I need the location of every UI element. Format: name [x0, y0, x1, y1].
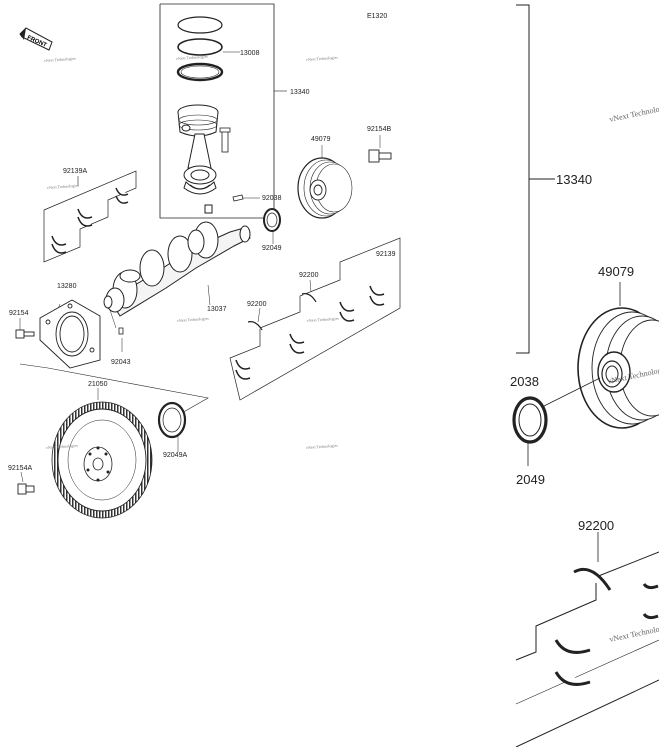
part-label[interactable]: 13037 [207, 306, 227, 313]
crankshaft [103, 221, 251, 317]
zoom-part-label[interactable]: 2038 [510, 374, 539, 389]
flywheel-bolt [17, 483, 35, 495]
part-label[interactable]: 92154B [367, 126, 391, 133]
part-label[interactable]: 92049A [163, 452, 187, 459]
zoom-part-label[interactable]: 2049 [516, 472, 545, 487]
connecting-rod [183, 133, 217, 214]
part-label[interactable]: 92154A [8, 465, 32, 472]
part-label[interactable]: 92043 [111, 359, 131, 366]
zoomed-view: 13340 49079 2038 2049 92200 vNext Techno… [510, 4, 659, 747]
front-arrow-icon: FRONT [19, 27, 53, 51]
svg-text:vNext Technologies: vNext Technologies [306, 443, 339, 450]
oil-seal-front [263, 208, 281, 232]
part-label[interactable]: 13008 [240, 50, 260, 57]
diagram-code: E1320 [367, 13, 387, 20]
piston-rings [176, 16, 240, 82]
part-label[interactable]: 92049 [262, 245, 282, 252]
part-label[interactable]: 92200 [247, 301, 267, 308]
part-label[interactable]: 92154 [9, 310, 29, 317]
part-label[interactable]: 13280 [57, 283, 77, 290]
svg-text:vNext Technologies: vNext Technologies [46, 443, 79, 450]
flywheel [51, 401, 153, 519]
part-label[interactable]: 13340 [290, 89, 310, 96]
zoom-part-label[interactable]: 49079 [598, 264, 634, 279]
crank-pulley [297, 157, 353, 219]
dowel-pin [118, 327, 124, 335]
housing-bolt [15, 329, 35, 339]
part-label[interactable]: 92139A [63, 168, 87, 175]
svg-text:vNext Technologies: vNext Technologies [177, 316, 210, 323]
part-label[interactable]: 92139 [376, 251, 396, 258]
watermarks: vNext Technologies vNext Technologies vN… [44, 54, 340, 450]
oil-seal-housing [39, 299, 101, 369]
part-label[interactable]: 92200 [299, 272, 319, 279]
piston [177, 104, 219, 137]
zoom-part-label[interactable]: 13340 [556, 172, 592, 187]
svg-text:vNext Technologies: vNext Technologies [176, 54, 209, 61]
main-bearings-upper [43, 170, 137, 263]
pulley-bolt [368, 149, 392, 163]
piston-pin [219, 127, 231, 153]
oil-seal-rear [157, 401, 187, 439]
svg-text:vNext Technologies: vNext Technologies [44, 56, 77, 63]
svg-text:vNext Technologies: vNext Technologies [47, 183, 80, 190]
svg-text:vNext Technologies: vNext Technologies [609, 102, 659, 124]
main-bearings-lower [229, 237, 401, 401]
svg-text:vNext Technologies: vNext Technologies [609, 622, 659, 644]
part-label[interactable]: 49079 [311, 136, 331, 143]
key [232, 194, 244, 202]
zoom-part-label[interactable]: 92200 [578, 518, 614, 533]
flywheel-group-frame [19, 363, 209, 415]
part-label[interactable]: 92038 [262, 195, 282, 202]
rod-bearings [189, 184, 211, 190]
svg-text:vNext Technologies: vNext Technologies [306, 55, 339, 62]
part-labels: 13008 13340 49079 92154B 92139A 92038 92… [8, 50, 396, 472]
part-label[interactable]: 21050 [88, 381, 108, 388]
svg-text:vNext Technologies: vNext Technologies [307, 316, 340, 323]
